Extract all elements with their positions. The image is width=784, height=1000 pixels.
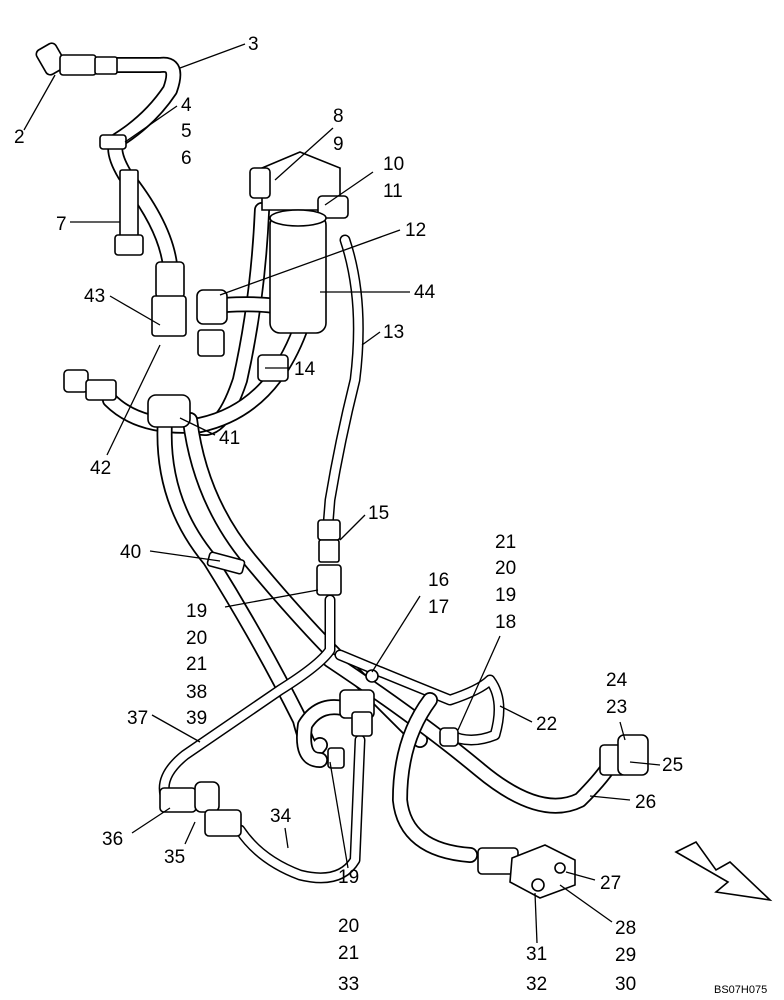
label-44: 44 xyxy=(414,282,436,303)
direction-arrow xyxy=(674,840,773,902)
label-26: 26 xyxy=(635,792,656,813)
hose-group xyxy=(87,56,618,884)
label-39: 39 xyxy=(186,708,207,729)
label-34: 34 xyxy=(270,806,292,827)
label-31: 31 xyxy=(526,944,547,965)
drawing-code: BS07H075 xyxy=(714,984,767,996)
label-15: 15 xyxy=(368,503,389,524)
label-19-top: 19 xyxy=(495,585,516,606)
label-29: 29 xyxy=(615,945,636,966)
label-3: 3 xyxy=(248,34,259,55)
label-24: 24 xyxy=(606,670,628,691)
label-4: 4 xyxy=(181,95,192,116)
label-21-mid: 21 xyxy=(186,654,207,675)
label-43: 43 xyxy=(84,286,105,307)
label-6: 6 xyxy=(181,148,192,169)
label-23: 23 xyxy=(606,697,627,718)
label-37: 37 xyxy=(127,708,148,729)
label-10: 10 xyxy=(383,154,404,175)
label-38: 38 xyxy=(186,682,207,703)
label-40: 40 xyxy=(120,542,141,563)
label-13: 13 xyxy=(383,322,404,343)
label-11: 11 xyxy=(383,181,403,202)
label-42: 42 xyxy=(90,458,111,479)
label-25: 25 xyxy=(662,755,683,776)
label-36: 36 xyxy=(102,829,123,850)
label-27: 27 xyxy=(600,873,621,894)
label-20-top: 20 xyxy=(495,558,516,579)
label-21-bottom: 21 xyxy=(338,943,359,964)
label-32: 32 xyxy=(526,974,547,995)
label-18: 18 xyxy=(495,612,516,633)
label-33: 33 xyxy=(338,974,359,995)
fittings-group xyxy=(35,42,649,899)
label-20-bottom: 20 xyxy=(338,916,359,937)
label-30: 30 xyxy=(615,974,636,995)
label-22: 22 xyxy=(536,714,557,735)
label-16: 16 xyxy=(428,570,449,591)
label-20-mid: 20 xyxy=(186,628,207,649)
label-19-bottom: 19 xyxy=(338,867,359,888)
label-2: 2 xyxy=(14,127,25,148)
label-21-top: 21 xyxy=(495,532,516,553)
label-19-mid: 19 xyxy=(186,601,207,622)
label-12: 12 xyxy=(405,220,426,241)
label-14: 14 xyxy=(294,359,316,380)
label-35: 35 xyxy=(164,847,185,868)
label-7: 7 xyxy=(56,214,67,235)
label-8: 8 xyxy=(333,106,344,127)
label-41: 41 xyxy=(219,428,240,449)
label-9: 9 xyxy=(333,134,344,155)
label-17: 17 xyxy=(428,597,449,618)
label-28: 28 xyxy=(615,918,636,939)
label-5: 5 xyxy=(181,121,192,142)
leader-lines xyxy=(23,43,661,944)
callout-labels: 2 3 4 5 6 7 8 9 10 11 12 13 14 15 16 17 … xyxy=(14,34,683,995)
